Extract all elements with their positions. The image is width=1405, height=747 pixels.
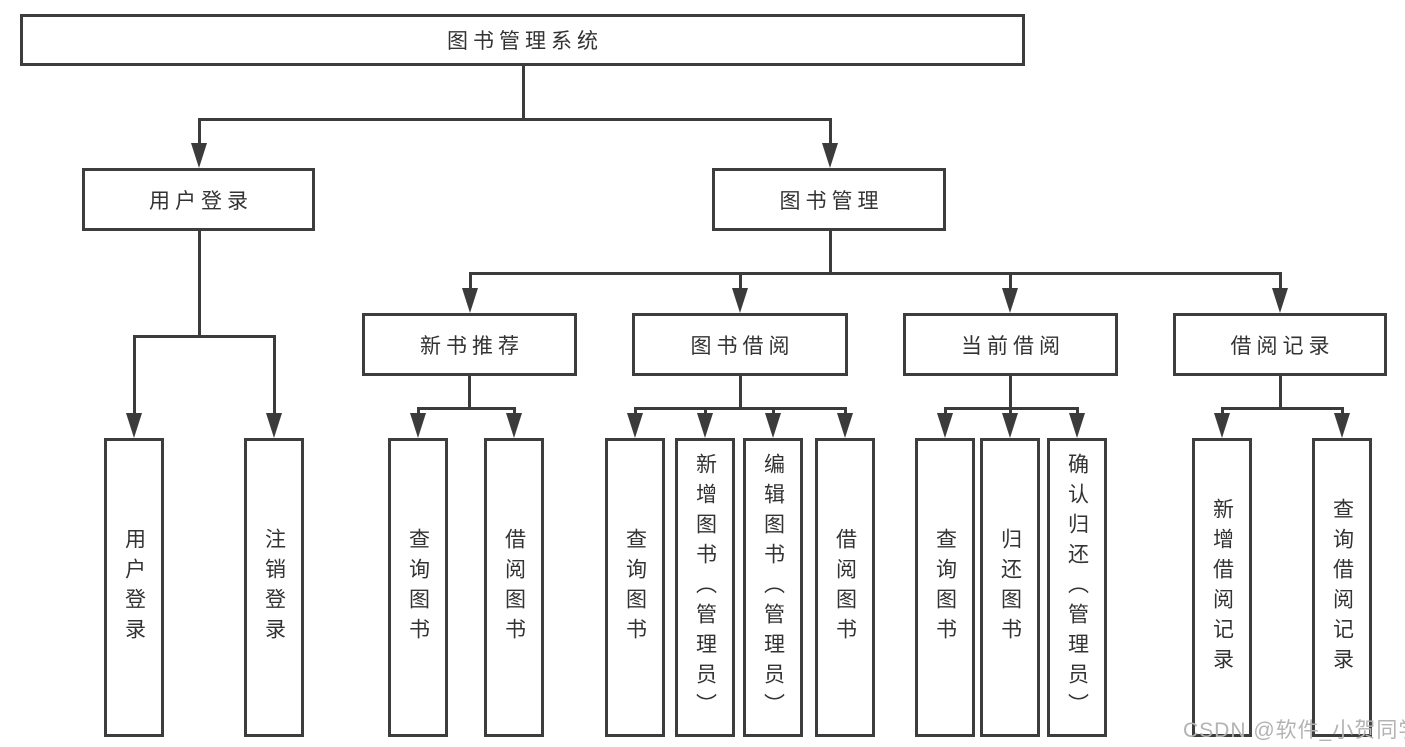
arrow-head bbox=[266, 413, 282, 438]
connector-line bbox=[633, 407, 637, 417]
connector-line bbox=[416, 407, 420, 417]
leaf-newbook-query-books-label: 查询图书 bbox=[406, 527, 430, 648]
connector-line bbox=[633, 407, 847, 410]
connector-line bbox=[468, 272, 472, 292]
arrow-head bbox=[506, 413, 522, 438]
leaf-user-login: 用户登录 bbox=[104, 438, 164, 737]
connector-line bbox=[943, 407, 947, 417]
arrow-head bbox=[697, 413, 713, 438]
connector-line bbox=[1220, 407, 1344, 410]
arrow-head bbox=[1214, 413, 1230, 438]
arrow-head bbox=[126, 413, 142, 438]
leaf-logout: 注销登录 bbox=[244, 438, 304, 737]
node-book-borrow-label: 图书借阅 bbox=[690, 334, 795, 358]
connector-line bbox=[468, 272, 1282, 275]
connector-line bbox=[843, 407, 847, 417]
connector-line bbox=[197, 118, 201, 148]
node-borrow-record-label: 借阅记录 bbox=[1230, 334, 1335, 358]
connector-line bbox=[197, 118, 832, 121]
leaf-current-return-books-label: 归还图书 bbox=[998, 527, 1022, 648]
connector-line bbox=[132, 335, 136, 417]
leaf-borrow-query-books-label: 查询图书 bbox=[623, 527, 647, 648]
leaf-newbook-borrow-books-label: 借阅图书 bbox=[502, 527, 526, 648]
arrow-head bbox=[1069, 413, 1085, 438]
connector-line bbox=[1008, 407, 1012, 417]
leaf-current-confirm-return-admin: 确认归还（管理员） bbox=[1047, 438, 1107, 737]
connector-line bbox=[1008, 272, 1012, 292]
leaf-borrow-borrow-books: 借阅图书 bbox=[815, 438, 875, 737]
connector-line bbox=[738, 272, 742, 292]
leaf-current-return-books: 归还图书 bbox=[980, 438, 1040, 737]
arrow-head bbox=[1002, 413, 1018, 438]
node-user-login: 用户登录 bbox=[82, 168, 315, 231]
leaf-user-login-label: 用户登录 bbox=[122, 527, 146, 648]
node-root-label: 图书管理系统 bbox=[447, 30, 603, 53]
connector-line bbox=[828, 231, 832, 272]
arrow-head bbox=[1272, 288, 1288, 313]
connector-line bbox=[771, 407, 775, 417]
arrow-head bbox=[1334, 413, 1350, 438]
connector-line bbox=[521, 66, 525, 121]
arrow-head bbox=[410, 413, 426, 438]
leaf-borrow-query-books: 查询图书 bbox=[605, 438, 665, 737]
node-book-management: 图书管理 bbox=[712, 168, 946, 231]
arrow-head bbox=[627, 413, 643, 438]
connector-line bbox=[197, 231, 201, 335]
node-book-borrow: 图书借阅 bbox=[632, 313, 848, 376]
arrow-head bbox=[765, 413, 781, 438]
leaf-record-query-label: 查询借阅记录 bbox=[1330, 497, 1354, 678]
connector-line bbox=[1008, 376, 1012, 407]
leaf-record-add-label: 新增借阅记录 bbox=[1210, 497, 1234, 678]
watermark: CSDN @软件_小贺同学 bbox=[1183, 719, 1405, 742]
connector-line bbox=[703, 407, 707, 417]
node-current-borrow: 当前借阅 bbox=[903, 313, 1118, 376]
leaf-borrow-borrow-books-label: 借阅图书 bbox=[833, 527, 857, 648]
connector-line bbox=[738, 376, 742, 407]
arrow-head bbox=[462, 288, 478, 313]
leaf-logout-label: 注销登录 bbox=[262, 527, 286, 648]
leaf-borrow-edit-books-admin: 编辑图书（管理员） bbox=[743, 438, 803, 737]
leaf-record-query: 查询借阅记录 bbox=[1312, 438, 1372, 737]
connector-line bbox=[132, 335, 276, 338]
arrow-head bbox=[937, 413, 953, 438]
connector-line bbox=[1075, 407, 1079, 417]
connector-line bbox=[828, 118, 832, 148]
connector-line bbox=[1278, 376, 1282, 407]
connector-line bbox=[468, 376, 471, 407]
node-current-borrow-label: 当前借阅 bbox=[961, 334, 1065, 358]
leaf-borrow-add-books-admin: 新增图书（管理员） bbox=[675, 438, 735, 737]
arrow-head bbox=[1002, 288, 1018, 313]
arrow-head bbox=[837, 413, 853, 438]
node-root: 图书管理系统 bbox=[20, 14, 1025, 66]
leaf-newbook-query-books: 查询图书 bbox=[388, 438, 448, 737]
arrow-head bbox=[822, 143, 838, 168]
node-user-login-label: 用户登录 bbox=[149, 189, 253, 213]
connector-line bbox=[416, 407, 516, 410]
leaf-borrow-add-books-admin-label: 新增图书（管理员） bbox=[693, 452, 717, 723]
arrow-head bbox=[191, 143, 207, 168]
leaf-record-add: 新增借阅记录 bbox=[1192, 438, 1252, 737]
connector-line bbox=[512, 407, 516, 417]
connector-line bbox=[1340, 407, 1344, 417]
leaf-current-confirm-return-admin-label: 确认归还（管理员） bbox=[1065, 452, 1089, 723]
node-borrow-record: 借阅记录 bbox=[1173, 313, 1387, 376]
leaf-current-query-books: 查询图书 bbox=[915, 438, 975, 737]
connector-line bbox=[272, 335, 276, 417]
leaf-newbook-borrow-books: 借阅图书 bbox=[484, 438, 544, 737]
arrow-head bbox=[732, 288, 748, 313]
node-new-book-recommend: 新书推荐 bbox=[362, 313, 577, 376]
connector-line bbox=[1220, 407, 1224, 417]
leaf-borrow-edit-books-admin-label: 编辑图书（管理员） bbox=[761, 452, 785, 723]
connector-line bbox=[1278, 272, 1282, 292]
leaf-current-query-books-label: 查询图书 bbox=[933, 527, 957, 648]
node-book-management-label: 图书管理 bbox=[779, 189, 884, 213]
node-new-book-recommend-label: 新书推荐 bbox=[420, 334, 524, 358]
